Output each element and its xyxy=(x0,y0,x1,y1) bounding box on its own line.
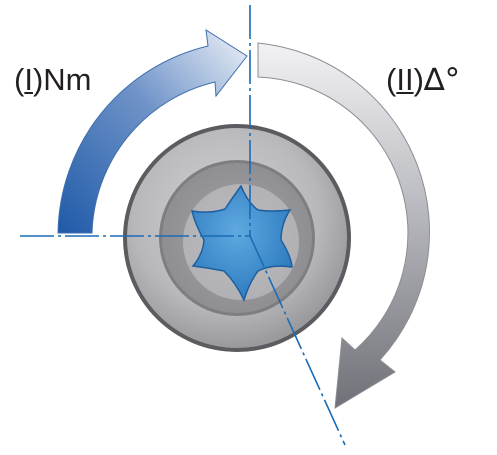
label-2-numeral: II xyxy=(396,62,414,97)
label-1-numeral: I xyxy=(24,62,33,97)
torque-arrow-icon xyxy=(57,29,248,234)
label-2-close: ) xyxy=(413,62,424,97)
label-1-unit: Nm xyxy=(43,62,92,97)
reference-axis-lines xyxy=(20,5,346,446)
label-1-close: ) xyxy=(32,62,44,97)
rotated-axis-line xyxy=(249,235,346,446)
angle-arrow-icon xyxy=(257,42,430,409)
torque-step-label: (I)Nm xyxy=(14,64,92,95)
label-2-unit: ∆° xyxy=(423,62,461,98)
label-2-open: ( xyxy=(386,62,397,97)
torx-recess-icon xyxy=(191,184,293,303)
angle-step-label: (II)∆° xyxy=(386,64,460,96)
label-1-open: ( xyxy=(14,62,25,97)
